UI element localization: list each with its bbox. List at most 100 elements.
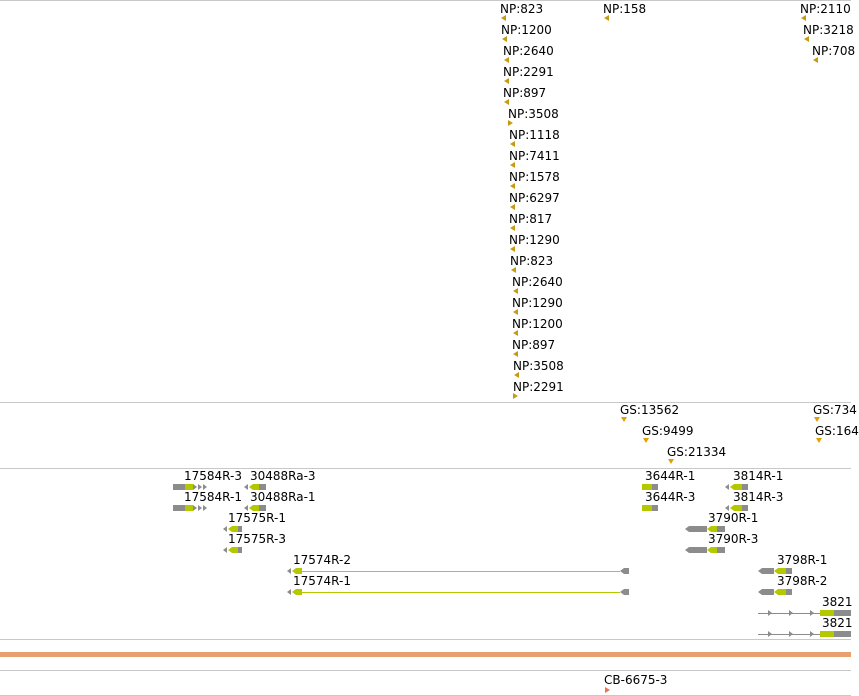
arrow-chevrons-icon <box>249 484 253 490</box>
gene-exon <box>742 484 748 490</box>
triangle-marker-icon <box>504 78 509 84</box>
gs-label[interactable]: GS:734 <box>813 403 857 417</box>
gene-exon <box>642 484 652 490</box>
gene-exon <box>238 526 242 532</box>
arrow-chevrons-icon <box>620 568 624 574</box>
triangle-down-icon <box>643 438 649 443</box>
arrow-chevrons-icon <box>287 568 291 574</box>
np-label[interactable]: NP:2640 <box>512 275 563 289</box>
np-label[interactable]: NP:1118 <box>509 128 560 142</box>
arrow-chevrons-icon <box>789 610 793 616</box>
np-label[interactable]: NP:1200 <box>512 317 563 331</box>
arrow-chevrons-icon <box>198 505 202 511</box>
arrow-chevrons-icon <box>228 547 232 553</box>
gs-label[interactable]: GS:164 <box>815 424 859 438</box>
np-label[interactable]: NP:1200 <box>501 23 552 37</box>
np-label[interactable]: NP:708 <box>812 44 856 58</box>
gene-exon <box>185 484 193 490</box>
gene-exon <box>238 547 242 553</box>
triangle-marker-icon <box>511 267 516 273</box>
arrow-chevrons-icon <box>758 589 762 595</box>
gene-label[interactable]: 3821 <box>822 616 853 630</box>
np-label[interactable]: NP:3508 <box>513 359 564 373</box>
gene-label[interactable]: 17584R-3 <box>184 469 242 483</box>
gene-label[interactable]: 3798R-1 <box>777 553 828 567</box>
arrow-chevrons-icon <box>193 505 197 511</box>
arrow-chevrons-icon <box>774 568 778 574</box>
np-label[interactable]: NP:7411 <box>509 149 560 163</box>
arrow-chevrons-icon <box>730 484 734 490</box>
gene-exon <box>786 568 792 574</box>
np-label[interactable]: NP:1578 <box>509 170 560 184</box>
gene-label[interactable]: 3644R-3 <box>645 490 696 504</box>
np-label[interactable]: NP:2110 <box>800 2 851 16</box>
gene-label[interactable]: 3790R-1 <box>708 511 759 525</box>
highlight-band <box>0 652 851 657</box>
track-separator <box>0 0 851 1</box>
np-label[interactable]: NP:158 <box>603 2 647 16</box>
gene-intron-line <box>302 592 620 593</box>
gs-label[interactable]: GS:13562 <box>620 403 680 417</box>
gs-label[interactable]: GS:9499 <box>642 424 694 438</box>
gene-label[interactable]: 3644R-1 <box>645 469 696 483</box>
gene-exon <box>259 505 266 511</box>
gene-exon <box>652 505 658 511</box>
triangle-marker-icon <box>813 57 818 63</box>
gene-label[interactable]: 30488Ra-3 <box>250 469 316 483</box>
np-label[interactable]: NP:3218 <box>803 23 854 37</box>
gene-label[interactable]: 3790R-3 <box>708 532 759 546</box>
cb-label[interactable]: CB-6675-3 <box>604 673 668 687</box>
triangle-marker-icon <box>510 162 515 168</box>
arrow-chevrons-icon <box>620 589 624 595</box>
gene-exon <box>717 526 725 532</box>
track-separator <box>0 670 851 671</box>
gene-exon <box>778 568 786 574</box>
np-label[interactable]: NP:817 <box>509 212 553 226</box>
arrow-chevrons-icon <box>758 568 762 574</box>
np-label[interactable]: NP:1290 <box>509 233 560 247</box>
triangle-marker-icon <box>502 36 507 42</box>
triangle-marker-icon <box>513 393 518 399</box>
np-label[interactable]: NP:2291 <box>503 65 554 79</box>
gene-exon <box>734 505 742 511</box>
gene-label[interactable]: 17575R-3 <box>228 532 286 546</box>
gene-label[interactable]: 30488Ra-1 <box>250 490 316 504</box>
np-label[interactable]: NP:3508 <box>508 107 559 121</box>
gene-label[interactable]: 3821 <box>822 595 853 609</box>
triangle-marker-icon <box>501 15 506 21</box>
arrow-chevrons-icon <box>244 484 248 490</box>
gs-label[interactable]: GS:21334 <box>667 445 727 459</box>
triangle-marker-icon <box>513 330 518 336</box>
gene-label[interactable]: 17574R-1 <box>293 574 351 588</box>
triangle-marker-icon <box>510 183 515 189</box>
gene-label[interactable]: 17574R-2 <box>293 553 351 567</box>
arrow-chevrons-icon <box>203 505 207 511</box>
np-label[interactable]: NP:823 <box>500 2 544 16</box>
triangle-marker-icon <box>801 15 806 21</box>
arrow-chevrons-icon <box>685 526 689 532</box>
arrow-chevrons-icon <box>725 505 729 511</box>
gene-label[interactable]: 17584R-1 <box>184 490 242 504</box>
arrow-chevrons-icon <box>193 484 197 490</box>
np-label[interactable]: NP:897 <box>512 338 556 352</box>
gene-exon <box>762 589 774 595</box>
triangle-down-icon <box>816 438 822 443</box>
triangle-down-icon <box>621 417 627 422</box>
np-label[interactable]: NP:2291 <box>513 380 564 394</box>
triangle-marker-icon <box>510 246 515 252</box>
np-label[interactable]: NP:1290 <box>512 296 563 310</box>
gene-exon <box>232 526 238 532</box>
gene-label[interactable]: 3814R-1 <box>733 469 784 483</box>
gene-exon <box>820 631 834 637</box>
np-label[interactable]: NP:6297 <box>509 191 560 205</box>
arrow-chevrons-icon <box>292 589 296 595</box>
np-label[interactable]: NP:823 <box>510 254 554 268</box>
gene-label[interactable]: 3798R-2 <box>777 574 828 588</box>
gene-exon <box>173 505 185 511</box>
gene-label[interactable]: 3814R-3 <box>733 490 784 504</box>
np-label[interactable]: NP:2640 <box>503 44 554 58</box>
gene-exon <box>259 484 266 490</box>
gene-label[interactable]: 17575R-1 <box>228 511 286 525</box>
np-label[interactable]: NP:897 <box>503 86 547 100</box>
